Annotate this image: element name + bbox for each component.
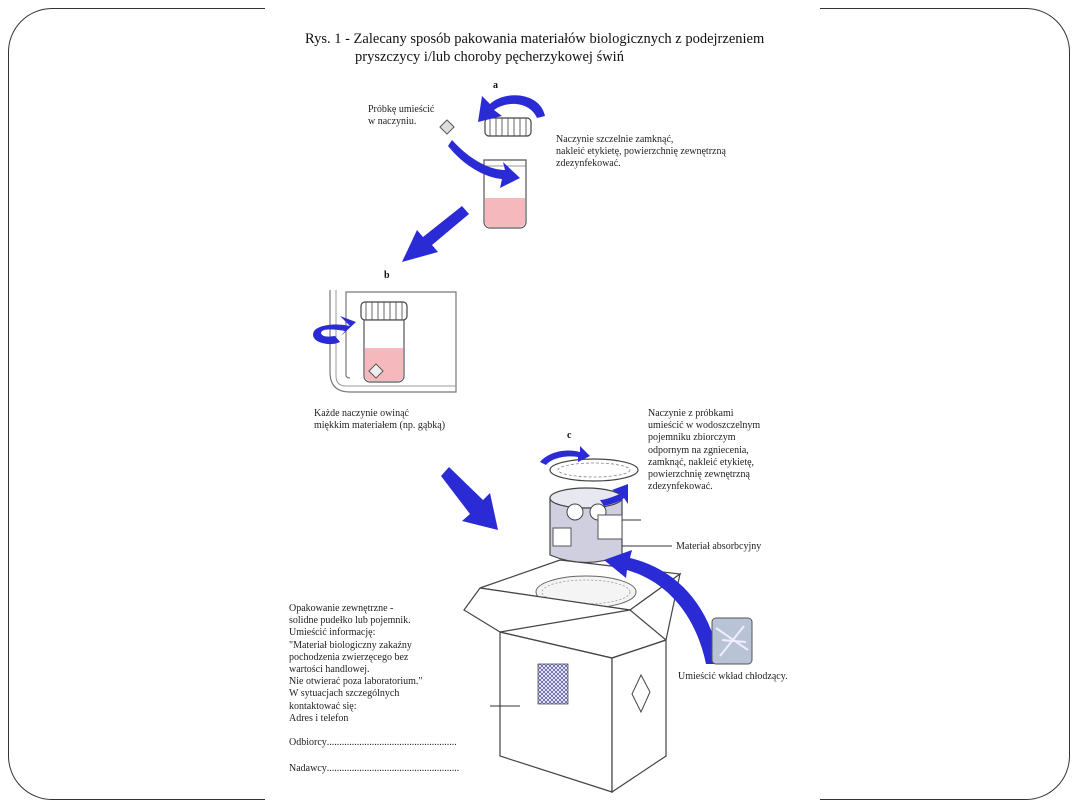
label-grid-icon — [537, 663, 569, 705]
step-a-illustration — [402, 95, 545, 262]
recipient-line: Odbiorcy................................… — [289, 737, 457, 748]
curved-arrow-icon — [604, 550, 720, 664]
step-c-letter: c — [567, 430, 572, 441]
sample-swab-icon — [439, 119, 455, 135]
curved-arrow-icon — [600, 484, 628, 506]
sample-vessel-b — [363, 319, 405, 383]
place-sample-label: Próbkę umieścić w naczyniu. — [368, 104, 435, 128]
curved-arrow-icon — [478, 95, 545, 122]
figure-title: Rys. 1 - Zalecany sposób pakowania mater… — [305, 30, 764, 66]
cooling-pack-label: Umieścić wkład chłodzący. — [678, 671, 788, 682]
dotted-fill: ........................................… — [326, 737, 457, 748]
curved-arrow-icon — [540, 446, 590, 465]
step-b-illustration — [313, 290, 457, 393]
wrap-vessel-label: Każde naczynie owinąć miękkim materiałem… — [314, 408, 446, 432]
cooling-pack-icon — [711, 617, 753, 665]
outer-box — [463, 559, 682, 794]
vessel-lid — [360, 301, 408, 321]
absorbent-material-label: Materiał absorbcyjny — [676, 541, 762, 552]
down-left-arrow-icon — [402, 206, 469, 262]
step-a-letter: a — [493, 80, 498, 91]
step-c-illustration — [441, 446, 753, 794]
close-vessel-label: Naczynie szczelnie zamknąć, nakleić etyk… — [556, 134, 726, 170]
step-b-letter: b — [384, 270, 390, 281]
sender-line: Nadawcy.................................… — [289, 763, 460, 774]
hazard-diamond-icon — [631, 673, 651, 714]
outer-package-label: Opakowanie zewnętrzne - solidne pudełko … — [289, 603, 423, 724]
figure-title-line2: pryszczycy i/lub choroby pęcherzykowej ś… — [355, 49, 624, 65]
dotted-fill: ........................................… — [326, 763, 460, 774]
vessel-lid — [484, 117, 532, 137]
curved-arrow-icon — [448, 140, 520, 188]
container-lid — [549, 458, 639, 482]
figure-title-line1: Rys. 1 - Zalecany sposób pakowania mater… — [305, 31, 765, 47]
curved-arrow-icon — [313, 316, 356, 345]
collect-vessel-label: Naczynie z próbkami umieścić w wodoszcze… — [648, 408, 761, 493]
down-right-arrow-icon — [441, 467, 498, 530]
